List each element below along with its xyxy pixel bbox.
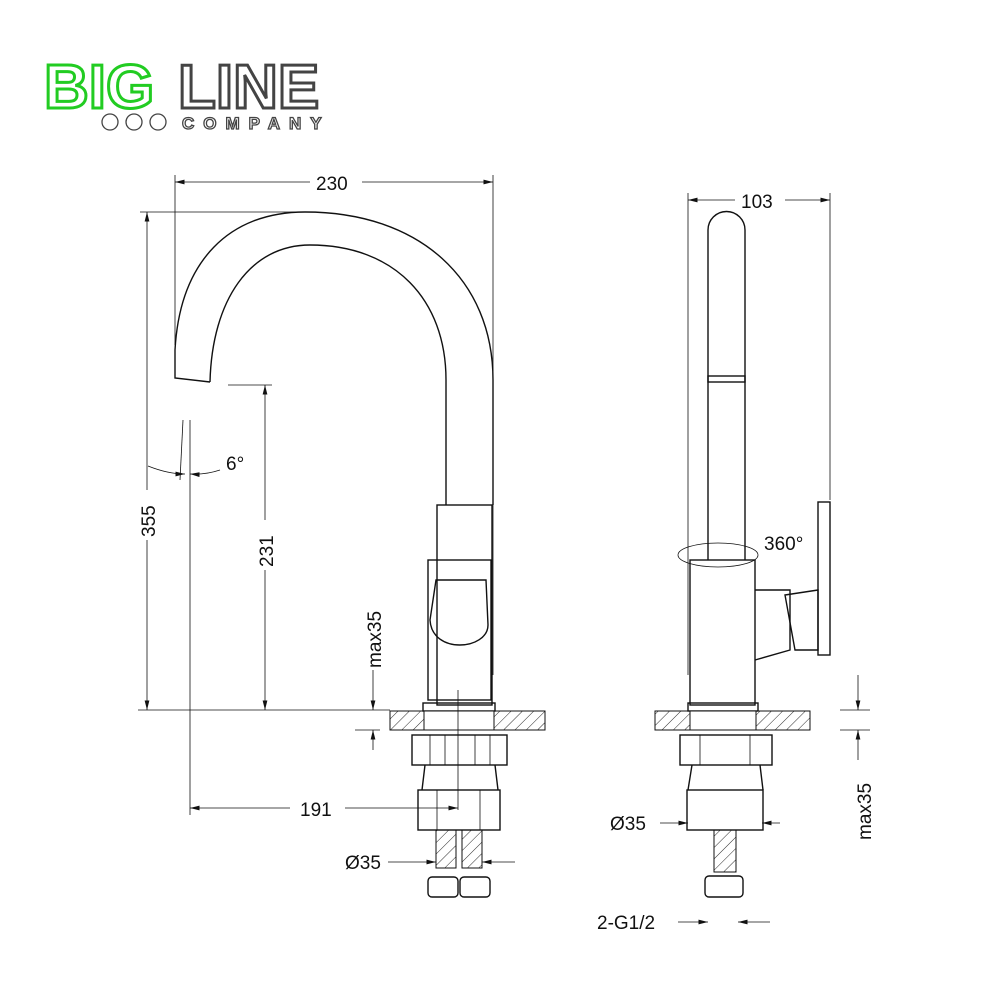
logo-company: COMPANY (182, 114, 331, 133)
dim-355: 355 (139, 505, 160, 537)
dim-connection: 2-G1/2 (597, 913, 655, 934)
dim-103: 103 (741, 192, 773, 213)
logo-line: LINE (178, 53, 319, 122)
dim-230: 230 (316, 174, 348, 195)
front-view (174, 211, 546, 898)
dim-angle: 6° (226, 454, 244, 475)
dim-max35-left: max35 (365, 611, 386, 668)
dim-191: 191 (300, 800, 332, 821)
dim-max35-right: max35 (855, 783, 876, 840)
logo-big: BIG (44, 53, 154, 122)
dim-hole-left: Ø35 (345, 853, 381, 874)
side-dimensions: 103 360° Ø35 2-G1/2 max35 (597, 192, 876, 934)
dim-231: 231 (257, 535, 278, 567)
bigline-logo: BIG LINE COMPANY (43, 52, 331, 134)
front-dimensions: 230 355 231 6° 191 Ø35 max35 (138, 174, 515, 874)
dim-hole-right: Ø35 (610, 814, 646, 835)
side-view (654, 210, 831, 898)
dim-360: 360° (764, 534, 803, 555)
